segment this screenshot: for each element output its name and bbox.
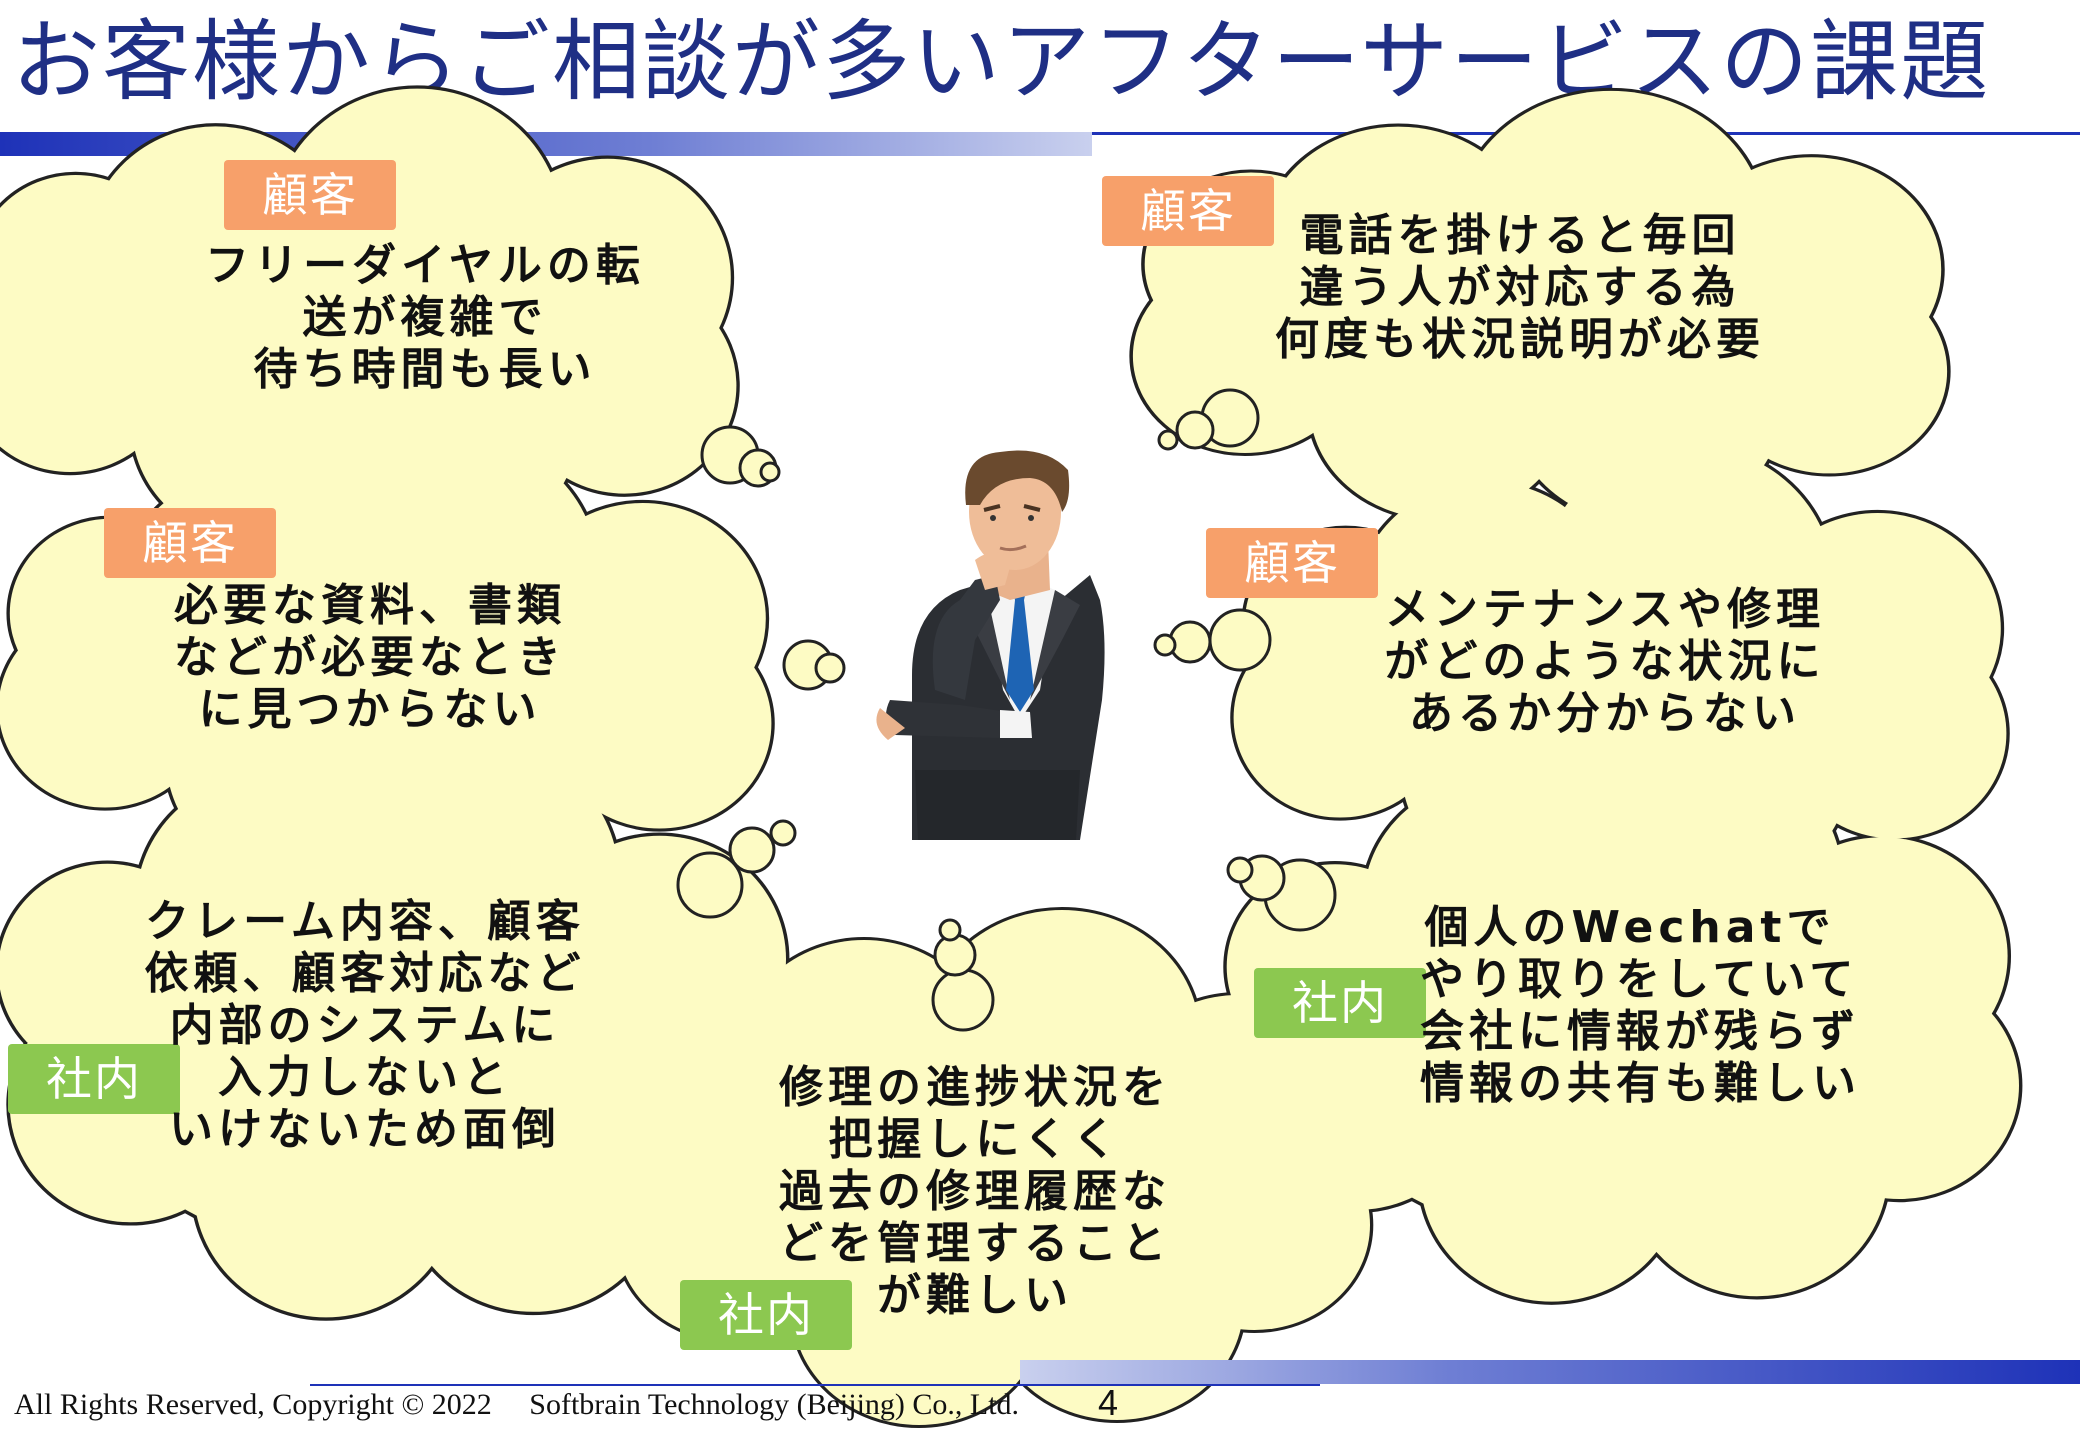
internal-tag: 社内: [1254, 968, 1426, 1038]
bubble-text-freedial: フリーダイヤルの転 送が複雑で 待ち時間も長い: [205, 240, 645, 395]
thought-trails: [676, 388, 1337, 1032]
internal-tag: 社内: [680, 1280, 852, 1350]
customer-tag: 顧客: [1206, 528, 1378, 598]
footer-accent-bar: [1020, 1360, 2080, 1384]
bubble-text-wechat: 個人のWechatで やり取りをしていて 会社に情報が残らず 情報の共有も難しい: [1420, 902, 1861, 1109]
slide-title: お客様からご相談が多いアフターサービスの課題: [12, 10, 1991, 113]
bubble-text-documents: 必要な資料、書類 などが必要なとき に見つからない: [174, 580, 566, 735]
bubble-text-maintenance: メンテナンスや修理 がどのような状況に あるか分からない: [1384, 584, 1826, 739]
page-number: 4: [1098, 1382, 1119, 1423]
thinking-man-illustration: [876, 450, 1105, 840]
internal-tag: 社内: [8, 1044, 180, 1114]
bubble-text-complaints: クレーム内容、顧客 依頼、顧客対応など 内部のシステムに 入力しないと いけない…: [144, 896, 586, 1155]
footer-rule: [310, 1384, 1320, 1386]
customer-tag: 顧客: [104, 508, 276, 578]
footer-copyright: All Rights Reserved, Copyright © 2022 So…: [14, 1388, 1020, 1421]
bubble-text-repair-progress: 修理の進捗状況を 把握しにくく 過去の修理履歴な どを管理すること が難しい: [779, 1062, 1171, 1321]
customer-tag: 顧客: [1102, 176, 1274, 246]
bubble-text-phone: 電話を掛けると毎回 違う人が対応する為 何度も状況説明が必要: [1275, 210, 1765, 365]
customer-tag: 顧客: [224, 160, 396, 230]
